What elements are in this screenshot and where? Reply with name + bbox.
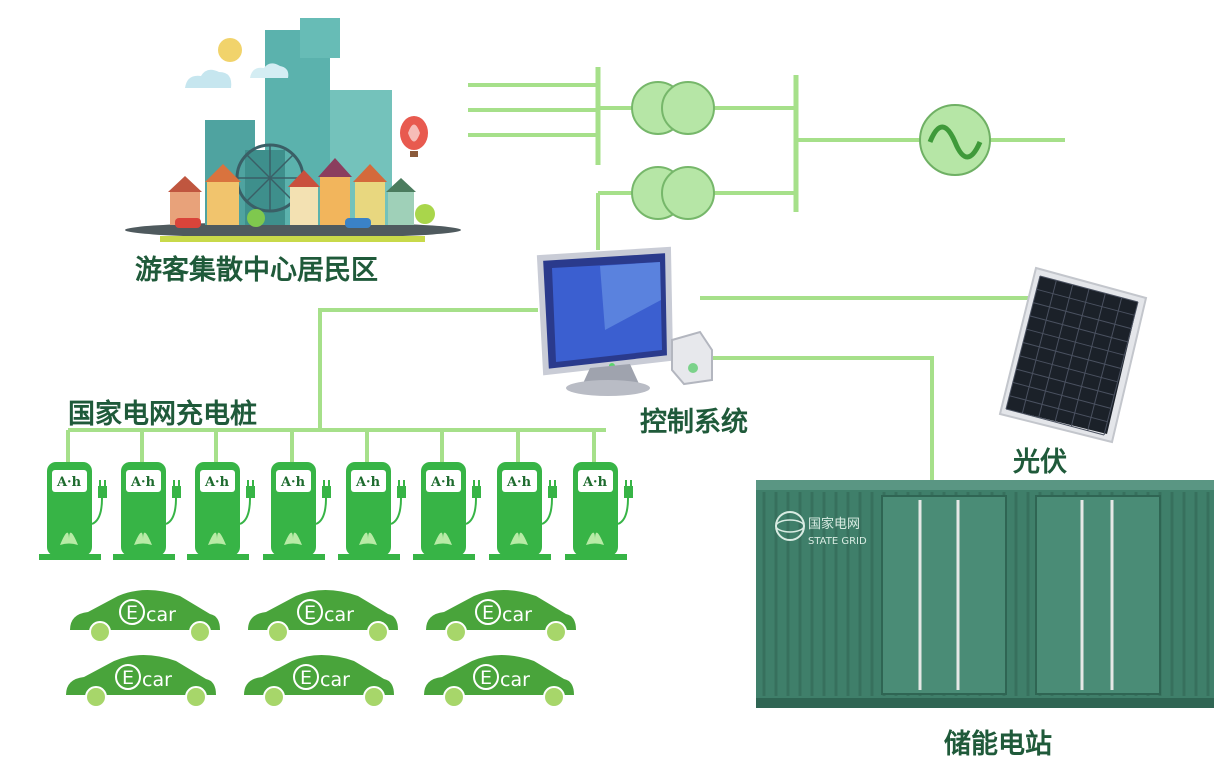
- house-5: [355, 180, 385, 225]
- storage-container: 国家电网 STATE GRID: [756, 480, 1214, 708]
- plug-icon: [541, 480, 557, 525]
- house-2: [207, 180, 239, 225]
- transformer-top: [631, 81, 715, 135]
- car-blue: [345, 218, 371, 228]
- charging-piles: A·h A·h A·h A·h A·h A·h A·h A·h: [39, 462, 633, 560]
- charging-pile: A·h: [338, 462, 400, 560]
- pile-label: A·h: [430, 475, 456, 490]
- pile-drops: [66, 430, 596, 463]
- charging-pile: A·h: [263, 462, 325, 560]
- plug-icon: [239, 480, 255, 525]
- plug-icon: [165, 480, 181, 525]
- label-pv: 光伏: [1013, 447, 1067, 478]
- tree-1: [247, 209, 265, 227]
- house-6: [388, 190, 414, 225]
- door-right: [1035, 495, 1161, 695]
- car-label: car: [146, 604, 176, 626]
- cloud-icon: [185, 69, 232, 88]
- pile-label: A·h: [130, 475, 156, 490]
- car-label: car: [502, 604, 532, 626]
- city-illustration: [125, 18, 461, 242]
- house-3: [290, 185, 318, 225]
- car-label: car: [142, 669, 172, 691]
- label-control: 控制系统: [640, 407, 748, 438]
- label-charging: 国家电网充电桩: [68, 399, 257, 430]
- car-letter: E: [126, 602, 138, 624]
- plug-icon: [390, 480, 406, 525]
- tower-main-top: [300, 18, 340, 58]
- car-letter: E: [480, 667, 492, 689]
- house-4: [320, 175, 350, 225]
- plug-icon: [315, 480, 331, 525]
- car-red: [175, 218, 201, 228]
- car-label: car: [320, 669, 350, 691]
- plug-icon: [465, 480, 481, 525]
- transformer-bottom: [631, 166, 715, 220]
- pile-label: A·h: [56, 475, 82, 490]
- pile-label: A·h: [355, 475, 381, 490]
- charging-pile: A·h: [187, 462, 249, 560]
- charging-pile: A·h: [413, 462, 475, 560]
- tree-2: [415, 204, 435, 224]
- sun-icon: [218, 38, 242, 62]
- ac-source-icon: [919, 104, 991, 176]
- plug-icon: [91, 480, 107, 525]
- charging-pile: A·h: [489, 462, 551, 560]
- car-label: car: [500, 669, 530, 691]
- car-label: car: [324, 604, 354, 626]
- cloud-icon-2: [250, 63, 289, 78]
- charging-pile: A·h: [113, 462, 175, 560]
- city-ground: [125, 222, 461, 238]
- car-letter: E: [304, 602, 316, 624]
- city-road-stripe: [160, 236, 425, 242]
- car-letter: E: [122, 667, 134, 689]
- pile-label: A·h: [280, 475, 306, 490]
- pile-label: A·h: [582, 475, 608, 490]
- plug-icon: [617, 480, 633, 525]
- computer-icon: [536, 246, 713, 396]
- car-letter: E: [300, 667, 312, 689]
- container-brand-cn: 国家电网: [808, 516, 860, 532]
- charging-pile: A·h: [565, 462, 627, 560]
- car-letter: E: [482, 602, 494, 624]
- label-city: 游客集散中心居民区: [135, 255, 378, 286]
- solar-panel-icon: [998, 266, 1148, 444]
- pile-label: A·h: [506, 475, 532, 490]
- charging-pile: A·h: [39, 462, 101, 560]
- label-storage: 储能电站: [944, 729, 1052, 760]
- door-left: [881, 495, 1007, 695]
- pile-label: A·h: [204, 475, 230, 490]
- container-brand-en: STATE GRID: [808, 536, 867, 547]
